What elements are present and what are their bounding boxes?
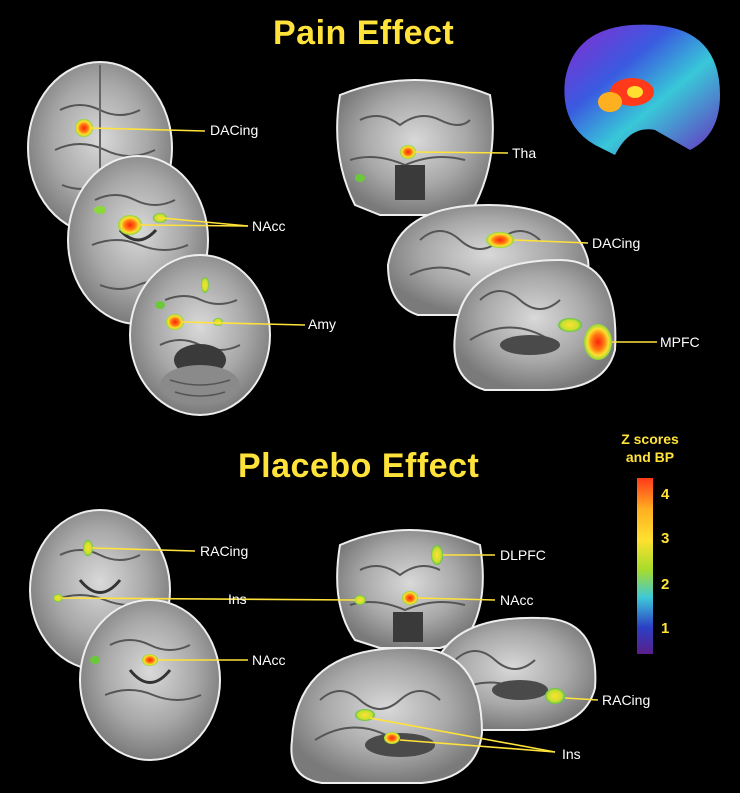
label-placebo-nacc-axial: NAcc — [252, 652, 286, 668]
scale-title: Z scores and BP — [600, 430, 700, 466]
label-pain-nacc: NAcc — [252, 218, 286, 234]
placebo-sagittal-slice-2 — [290, 646, 484, 784]
scale-title-line2: and BP — [625, 449, 675, 465]
label-pain-dacing-axial: DACing — [210, 122, 259, 138]
leader-lines — [61, 127, 657, 753]
placebo-axial-slice-2 — [79, 599, 221, 761]
pain-effect-title: Pain Effect — [273, 14, 455, 52]
color-scale-bar — [637, 478, 653, 654]
scale-title-line1: Z scores — [621, 431, 679, 447]
label-placebo-dlpfc: DLPFC — [500, 547, 546, 563]
pet-sagittal-inset — [564, 24, 720, 155]
pain-sagittal-slice-2 — [453, 258, 617, 391]
label-placebo-nacc-coronal: NAcc — [500, 592, 534, 608]
label-pain-tha: Tha — [512, 145, 537, 161]
label-pain-dacing-sagittal: DACing — [592, 235, 641, 251]
label-placebo-ins-axial: Ins — [228, 591, 247, 607]
scale-tick-4: 4 — [661, 486, 670, 503]
label-pain-amy: Amy — [308, 316, 336, 332]
label-placebo-ins-sagittal: Ins — [562, 746, 581, 762]
scale-tick-3: 3 — [661, 530, 670, 547]
placebo-effect-title: Placebo Effect — [238, 447, 480, 485]
scale-tick-1: 1 — [661, 620, 670, 637]
pain-axial-slice-3 — [129, 254, 271, 416]
scale-tick-2: 2 — [661, 576, 670, 593]
label-placebo-racing-sagittal: RACing — [602, 692, 651, 708]
pain-coronal-slice — [336, 79, 494, 216]
placebo-coronal-slice — [336, 529, 484, 649]
label-placebo-racing-axial: RACing — [200, 543, 249, 559]
label-pain-mpfc: MPFC — [660, 334, 700, 350]
